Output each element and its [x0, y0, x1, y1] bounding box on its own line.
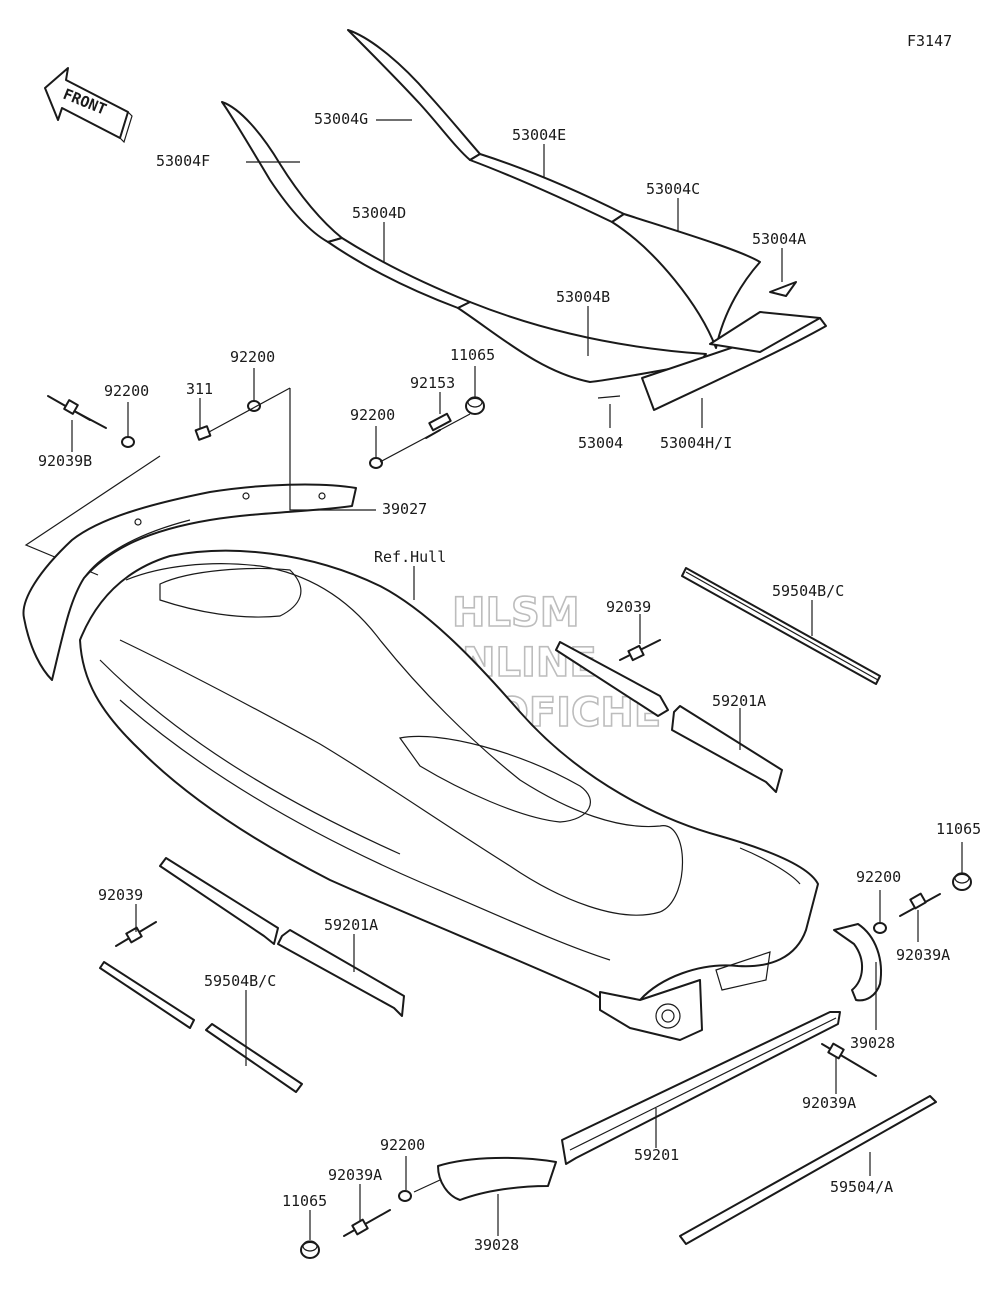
mat-53004G — [347, 29, 481, 161]
mat-53004A — [769, 281, 797, 297]
label-92039-a: 92039 — [606, 598, 651, 616]
label-53004: 53004 — [578, 434, 623, 452]
label-39028-b: 39028 — [474, 1236, 519, 1254]
leader-lines — [71, 119, 963, 1240]
label-53004C: 53004C — [646, 180, 700, 198]
label-53004F: 53004F — [156, 152, 210, 170]
hull-outline — [79, 549, 819, 1041]
cap-11065-b-icon — [952, 872, 972, 891]
bumper-39028-a — [833, 923, 882, 1002]
mat-53004D — [327, 237, 471, 309]
label-39028-a: 39028 — [850, 1034, 895, 1052]
label-92039A-b: 92039A — [802, 1094, 856, 1112]
label-92039A-c: 92039A — [328, 1166, 382, 1184]
label-92153: 92153 — [410, 374, 455, 392]
deck-mat-set — [221, 29, 827, 411]
rail-right-lower — [300, 872, 972, 1259]
rail-59201A-a-rear — [671, 705, 783, 793]
label-92200-a: 92200 — [230, 348, 275, 366]
pin-92039-b-icon — [115, 921, 157, 947]
label-311: 311 — [186, 380, 213, 398]
washer-92200-icon — [121, 436, 135, 448]
label-59201A-b: 59201A — [324, 916, 378, 934]
label-92200-b: 92200 — [104, 382, 149, 400]
rail-right-upper — [555, 567, 881, 793]
mat-53004E — [469, 153, 625, 223]
rail-59504BC-b-front — [99, 961, 195, 1029]
rail-59504A — [679, 1095, 937, 1245]
front-arrow-icon: FRONT — [44, 67, 133, 144]
rail-59201 — [561, 1011, 841, 1165]
label-59201: 59201 — [634, 1146, 679, 1164]
label-53004HI: 53004H/I — [660, 434, 732, 452]
mat-53004B — [457, 301, 707, 383]
rail-left-lower — [99, 857, 405, 1093]
label-11065-c: 11065 — [282, 1192, 327, 1210]
label-53004D: 53004D — [352, 204, 406, 222]
rail-59504BC-b-rear — [205, 1023, 303, 1093]
label-92200-d: 92200 — [856, 868, 901, 886]
cap-11065-icon — [465, 396, 485, 415]
label-59504BC-a: 59504B/C — [772, 582, 844, 600]
label-ref-hull: Ref.Hull — [374, 548, 446, 566]
washer-92200-e-icon — [398, 1190, 412, 1202]
label-11065-b: 11065 — [936, 820, 981, 838]
label-53004B: 53004B — [556, 288, 610, 306]
part-labels: 53004G 53004E 53004F 53004C 53004D 53004… — [38, 110, 981, 1254]
label-92039A-a: 92039A — [896, 946, 950, 964]
washer-92200-d-icon — [873, 922, 887, 934]
pin-92039A-b-icon — [821, 1042, 877, 1077]
watermark-line-1: HLSM — [452, 590, 580, 636]
bumper-39028-b — [437, 1156, 557, 1201]
nut-311-icon — [194, 425, 212, 441]
pin-92039A-a-icon — [899, 892, 941, 917]
label-59504A: 59504/A — [830, 1178, 893, 1196]
label-92039-b: 92039 — [98, 886, 143, 904]
label-53004E: 53004E — [512, 126, 566, 144]
label-53004G: 53004G — [314, 110, 368, 128]
label-11065-a: 11065 — [450, 346, 495, 364]
label-59504BC-b: 59504B/C — [204, 972, 276, 990]
label-59201A-a: 59201A — [712, 692, 766, 710]
rail-59201A-a-front — [555, 641, 669, 717]
label-39027: 39027 — [382, 500, 427, 518]
label-92200-c: 92200 — [350, 406, 395, 424]
pin-92039B-icon — [47, 395, 107, 429]
mat-53004C — [611, 213, 761, 349]
rail-59201A-b-rear — [277, 929, 405, 1017]
figure-code: F3147 — [907, 32, 952, 50]
washer-92200-c-icon — [369, 457, 383, 469]
pin-92039A-c-icon — [343, 1209, 391, 1237]
cap-11065-c-icon — [300, 1240, 320, 1259]
rail-59201A-b-front — [159, 857, 279, 945]
pin-92039-a-icon — [619, 639, 661, 662]
label-92039B: 92039B — [38, 452, 92, 470]
label-53004A: 53004A — [752, 230, 806, 248]
label-92200-e: 92200 — [380, 1136, 425, 1154]
